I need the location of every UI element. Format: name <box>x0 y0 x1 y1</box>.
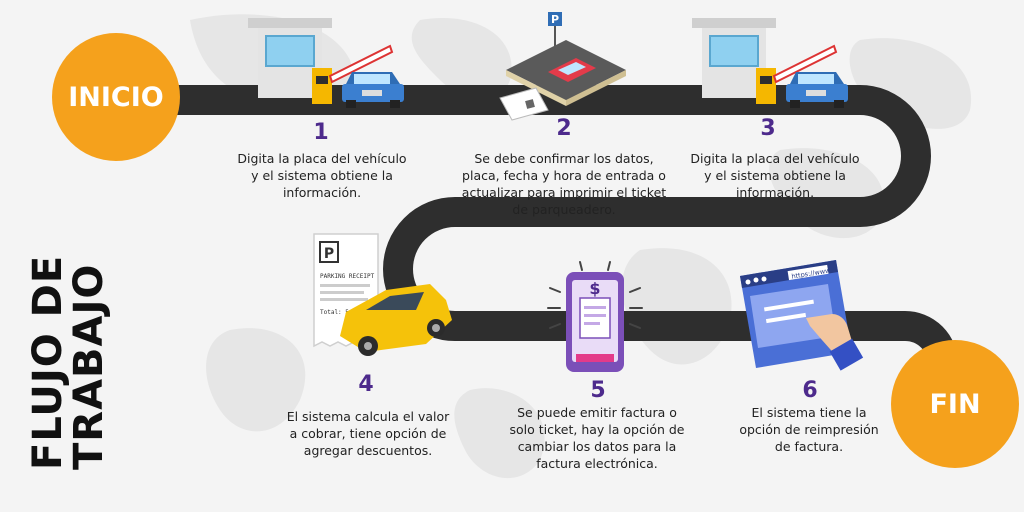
car-icon <box>548 58 596 82</box>
browser-icon: https://www <box>740 260 864 371</box>
workflow-title: FLUJO DE TRABAJO <box>25 250 112 470</box>
step-1-description: Digita la placa del vehículo y el sistem… <box>237 151 407 200</box>
step-4-number: 4 <box>358 372 374 397</box>
title-line-1: FLUJO DE <box>25 254 71 470</box>
toll-booth-icon <box>248 18 404 108</box>
ticket-icon <box>499 87 549 121</box>
start-label: INICIO <box>68 81 164 113</box>
pointing-hand-icon <box>806 314 864 371</box>
step-3-description: Digita la placa del vehículo y el sistem… <box>690 151 860 200</box>
step-2-description: Se debe confirmar los datos, placa, fech… <box>461 151 667 217</box>
title-line-2: TRABAJO <box>66 263 112 470</box>
phone-invoice-icon: $ <box>547 261 643 372</box>
car-icon <box>342 72 404 108</box>
step-1-number: 1 <box>313 120 329 145</box>
end-label: FIN <box>929 388 981 420</box>
receipt-sign: P <box>324 246 334 262</box>
parking-sign: P <box>551 13 559 26</box>
receipt-total: Total: 5.00 <box>320 309 360 316</box>
step-2-number: 2 <box>556 116 572 141</box>
step-6-number: 6 <box>802 378 818 403</box>
barrier-gate-icon <box>692 18 848 108</box>
road-path <box>150 85 958 365</box>
step-5-description: Se puede emitir factura o solo ticket, h… <box>509 405 685 471</box>
car-icon <box>786 72 848 108</box>
start-circle: INICIO <box>52 33 180 161</box>
step-3-number: 3 <box>760 116 776 141</box>
receipt-heading: PARKING RECEIPT <box>320 273 375 280</box>
parking-lot-icon: P <box>499 12 626 121</box>
car-icon <box>340 284 452 356</box>
receipt-icon: P PARKING RECEIPT Total: 5.00 <box>313 233 452 356</box>
step-6-description: El sistema tiene la opción de reimpresió… <box>739 405 879 454</box>
svg-text:$: $ <box>589 279 600 298</box>
end-circle: FIN <box>891 340 1019 468</box>
step-5-number: 5 <box>590 378 606 403</box>
step-4-description: El sistema calcula el valor a cobrar, ti… <box>286 409 450 458</box>
